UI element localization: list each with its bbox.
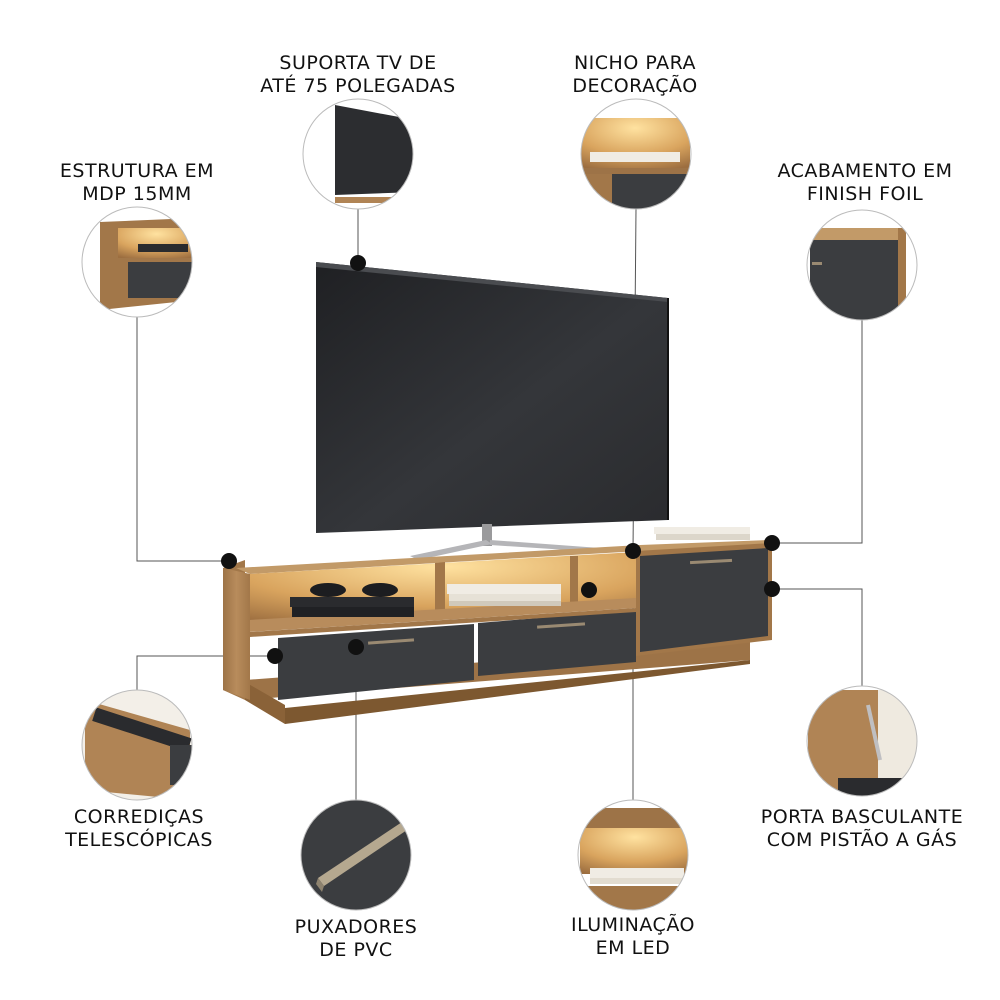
detail-structure — [81, 206, 193, 318]
dot-led — [581, 582, 597, 598]
tv — [316, 262, 669, 560]
label-structure: ESTRUTURA EM MDP 15MM — [59, 160, 215, 205]
label-decor-niche: NICHO PARA DECORAÇÃO — [572, 52, 698, 97]
callout-dots — [221, 255, 780, 664]
dot-flap-door — [764, 581, 780, 597]
dot-niche — [625, 543, 641, 559]
detail-finish — [806, 209, 918, 321]
detail-handles — [300, 799, 412, 911]
dot-tv-support — [350, 255, 366, 271]
label-tv-support: SUPORTA TV DE ATÉ 75 POLEGADAS — [260, 52, 456, 97]
dot-finish — [764, 535, 780, 551]
label-finish: ACABAMENTO EM FINISH FOIL — [777, 160, 953, 205]
dot-handles — [348, 639, 364, 655]
tv-unit — [223, 527, 772, 724]
dot-structure — [221, 553, 237, 569]
dot-slides — [267, 648, 283, 664]
label-led: ILUMINAÇÃO EM LED — [571, 914, 695, 959]
label-slides: CORREDIÇAS TELESCÓPICAS — [65, 806, 213, 851]
detail-tv-support — [302, 98, 414, 210]
label-flap-door: PORTA BASCULANTE COM PISTÃO A GÁS — [760, 806, 964, 851]
detail-slides — [81, 689, 193, 801]
detail-decor-niche — [580, 98, 692, 210]
label-handles: PUXADORES DE PVC — [294, 916, 418, 961]
detail-flap-door — [806, 685, 918, 797]
detail-led — [577, 799, 689, 911]
